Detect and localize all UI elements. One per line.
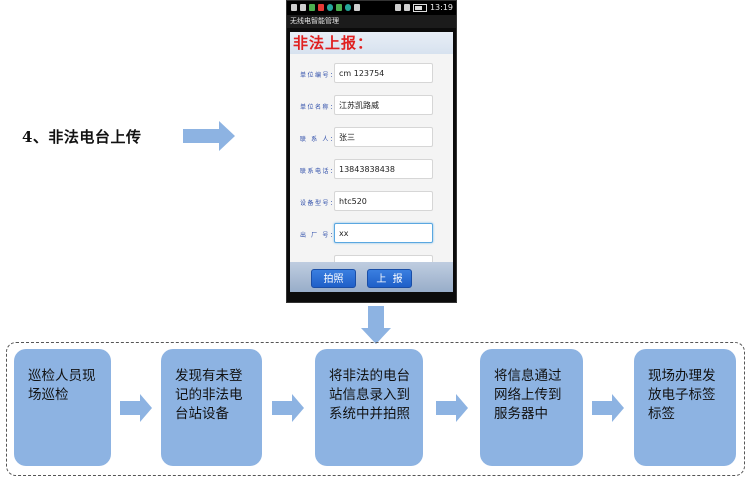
usb-icon <box>354 4 360 11</box>
right-arrow-icon <box>183 121 235 151</box>
field-label: 联 系 人： <box>300 136 336 143</box>
app-icon <box>318 4 324 11</box>
field-contact: 联 系 人： 张三 <box>290 127 453 149</box>
field-unit-code: 单位编号： cm 123754 <box>290 63 453 85</box>
status-bar: 13:19 <box>287 1 456 15</box>
flow-step-1: 巡检人员现场巡检 <box>14 349 111 466</box>
report-form: 非法上报： 单位编号： cm 123754 单位名称： 江苏凯路威 联 系 人：… <box>290 32 453 292</box>
flow-arrow-icon <box>272 394 304 422</box>
flow-container <box>6 342 745 476</box>
app-icon <box>345 4 351 11</box>
battery-icon <box>412 3 427 12</box>
app-icon <box>336 4 342 11</box>
flow-arrow-icon <box>120 394 152 422</box>
section-heading: 4、非法电台上传 <box>22 128 142 146</box>
app-icon <box>327 4 333 11</box>
field-label: 出 厂 号： <box>300 232 336 239</box>
signal-icon <box>403 4 410 11</box>
field-unit-name: 单位名称： 江苏凯路威 <box>290 95 453 117</box>
field-phone: 联系电话： 13843838438 <box>290 159 453 181</box>
flow-step-2: 发现有未登记的非法电台站设备 <box>161 349 262 466</box>
action-bar: 拍照 上 报 <box>290 262 453 292</box>
flow-step-4: 将信息通过网络上传到服务器中 <box>480 349 583 466</box>
notification-icon <box>300 4 306 11</box>
phone-input[interactable]: 13843838438 <box>334 159 433 179</box>
field-label: 设备型号： <box>300 200 336 207</box>
unit-name-input[interactable]: 江苏凯路威 <box>334 95 433 115</box>
wifi-icon <box>394 4 401 11</box>
flow-step-3: 将非法的电台站信息录入到系统中并拍照 <box>315 349 423 466</box>
field-label: 联系电话： <box>300 168 336 175</box>
app-title-bar: 无线电智能管理 <box>287 15 456 28</box>
take-photo-button[interactable]: 拍照 <box>311 269 356 288</box>
phone-screenshot: 13:19 无线电智能管理 非法上报： 单位编号： cm 123754 单位名称… <box>286 0 457 303</box>
field-serial: 出 厂 号： xx <box>290 223 453 245</box>
flow-step-5: 现场办理发放电子标签标签 <box>634 349 736 466</box>
contact-input[interactable]: 张三 <box>334 127 433 147</box>
serial-input[interactable]: xx <box>334 223 433 243</box>
unit-code-input[interactable]: cm 123754 <box>334 63 433 83</box>
status-time: 13:19 <box>429 3 453 12</box>
device-model-input[interactable]: htc520 <box>334 191 433 211</box>
field-label: 单位编号： <box>300 72 336 79</box>
down-arrow-icon <box>361 306 391 344</box>
form-title: 非法上报： <box>290 32 453 54</box>
app-icon <box>309 4 315 11</box>
submit-report-button[interactable]: 上 报 <box>367 269 412 288</box>
field-label: 单位名称： <box>300 104 336 111</box>
flow-arrow-icon <box>436 394 468 422</box>
notification-icon <box>291 4 297 11</box>
field-device-model: 设备型号： htc520 <box>290 191 453 213</box>
flow-arrow-icon <box>592 394 624 422</box>
